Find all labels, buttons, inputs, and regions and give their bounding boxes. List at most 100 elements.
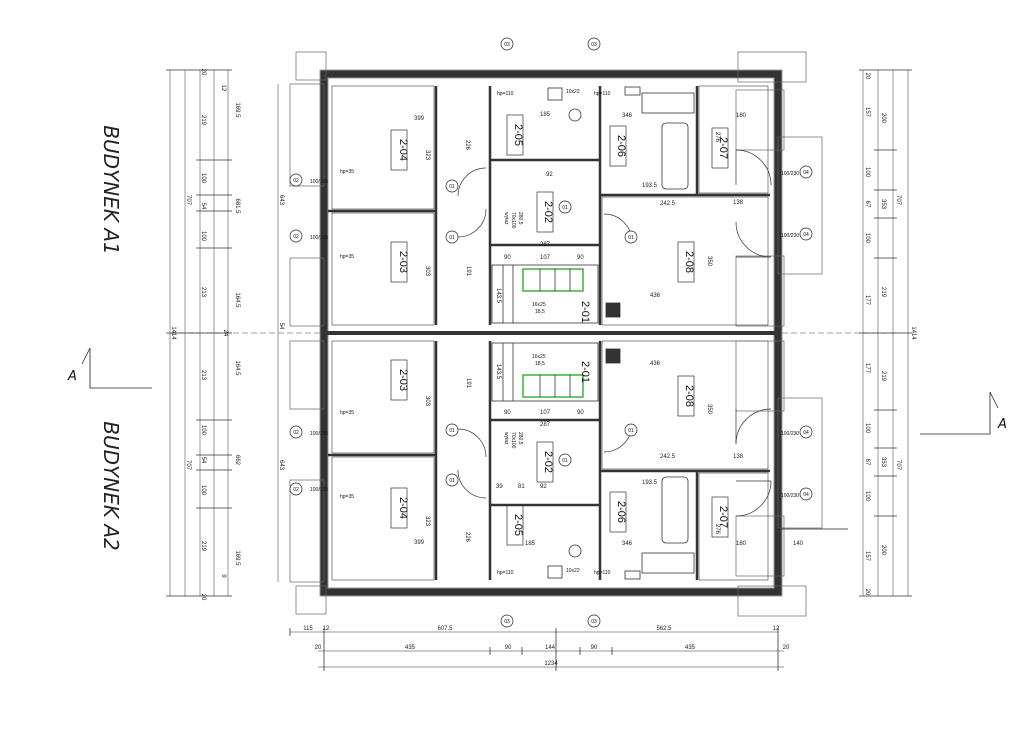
hp35-a: hp=35 bbox=[340, 169, 354, 175]
dim-bottom-12b: 12 bbox=[773, 626, 780, 632]
dim-right-157b: 157 bbox=[864, 551, 870, 562]
dim-right-177a: 177 bbox=[864, 295, 870, 306]
symbol-01-g: 01 bbox=[562, 205, 568, 211]
room-a1-205: 2-05 bbox=[512, 124, 524, 146]
symbol-03-a: 03 bbox=[504, 42, 510, 48]
dim-left-707a: 707 bbox=[185, 195, 191, 206]
room-labels: 2-04 2-03 2-05 2-02 2-01 2-06 2-07 2-08 … bbox=[397, 124, 729, 536]
dim-right-353a: 353 bbox=[880, 199, 886, 210]
room-a1-203: 2-03 bbox=[397, 251, 409, 273]
room-a1-202: 2-02 bbox=[542, 201, 554, 223]
dim-bottom2-90b: 90 bbox=[591, 645, 598, 651]
symbol-circles bbox=[289, 37, 813, 628]
symbol-01-h: 01 bbox=[562, 458, 568, 464]
win-100-195-c: 100/195 bbox=[310, 431, 328, 437]
dim-bottom2-435b: 435 bbox=[685, 645, 696, 651]
dim-303-a2: 303 bbox=[424, 396, 430, 407]
dim-2425-a1: 242.5 bbox=[660, 201, 676, 207]
dim-left-219b: 219 bbox=[200, 541, 206, 552]
room-a2-208: 2-08 bbox=[683, 385, 695, 407]
dim-90-a2l: 90 bbox=[504, 410, 511, 416]
dim-left-100b: 100 bbox=[200, 231, 206, 242]
dim-350-a1: 350 bbox=[706, 256, 712, 267]
hatch2-label-a1: 280,5 bbox=[517, 212, 523, 225]
symbol-03-c: 03 bbox=[504, 619, 510, 625]
exit-label-a1: wyłaz bbox=[503, 212, 509, 225]
hp110-a2-left: hp=110 bbox=[497, 570, 514, 576]
dim-left-1695b: 169.5 bbox=[234, 550, 240, 566]
dim-bottom-12a: 12 bbox=[323, 626, 330, 632]
dimension-ticks bbox=[166, 69, 912, 671]
room-a2-207: 2-07 bbox=[717, 506, 729, 528]
symbol-01-f: 01 bbox=[628, 428, 634, 434]
room-a2-204: 2-04 bbox=[397, 497, 409, 519]
hp110-a2-right: hp=110 bbox=[594, 570, 611, 576]
symbol-04-a: 04 bbox=[803, 170, 809, 176]
dim-bottom2-20a: 20 bbox=[315, 645, 322, 651]
room-a1-204: 2-04 bbox=[397, 139, 409, 161]
dim-346-a2: 346 bbox=[622, 541, 633, 547]
symbol-01-d: 01 bbox=[449, 478, 455, 484]
dim-right-177b: 177 bbox=[864, 363, 870, 374]
dim-right-200a: 200 bbox=[880, 113, 886, 124]
dim-left-1414: 1414 bbox=[170, 326, 176, 340]
win-100-230-d: 100/230 bbox=[781, 493, 799, 499]
dim-bottom-6075: 607.5 bbox=[437, 626, 453, 632]
door-swings bbox=[457, 149, 772, 517]
dim-1935-a1: 193.5 bbox=[642, 183, 658, 189]
room-a1-208: 2-08 bbox=[683, 251, 695, 273]
dim-left-54b: 54 bbox=[200, 457, 206, 464]
dim-left-100d: 100 bbox=[200, 485, 206, 496]
symbol-01-c: 01 bbox=[449, 428, 455, 434]
room-a2-201: 2-01 bbox=[579, 361, 591, 383]
dim-185-a2: 185 bbox=[525, 541, 536, 547]
symbol-01-e: 01 bbox=[628, 235, 634, 241]
dim-left-20a: 20 bbox=[200, 69, 206, 76]
section-mark-left bbox=[81, 347, 152, 389]
hp35-d: hp=35 bbox=[340, 494, 354, 500]
dim-right-100d: 100 bbox=[864, 491, 870, 502]
hatch-label-a1: 70x100 bbox=[510, 212, 516, 229]
dim-346-a1: 346 bbox=[622, 113, 633, 119]
dim-left-20b: 20 bbox=[200, 594, 206, 601]
dim-107-a2: 107 bbox=[540, 410, 551, 416]
interior-dims: 399 399 226 226 323 323 303 303 191 191 … bbox=[414, 112, 804, 547]
dim-bottom2-90a: 90 bbox=[505, 645, 512, 651]
dim-right-157a: 157 bbox=[864, 107, 870, 118]
dim-right-100c: 100 bbox=[864, 423, 870, 434]
symbol-04-c: 04 bbox=[803, 430, 809, 436]
dim-left-12: 12 bbox=[220, 85, 226, 92]
interior-walls-a1 bbox=[328, 86, 770, 325]
symbol-03-b: 03 bbox=[591, 42, 597, 48]
overhangs-right bbox=[735, 51, 823, 617]
dim-right-20a: 20 bbox=[864, 73, 870, 80]
dim-399-a2: 399 bbox=[414, 540, 425, 546]
room-a2-202: 2-02 bbox=[542, 451, 554, 473]
stairs-rise-a1: 18,5 bbox=[535, 309, 545, 315]
dim-bottom-115: 115 bbox=[303, 626, 313, 632]
section-label-left: A bbox=[67, 369, 77, 384]
dim-138-a1: 138 bbox=[733, 200, 744, 206]
dim-left-707b: 707 bbox=[185, 460, 191, 471]
dim-226-a2: 226 bbox=[464, 532, 470, 543]
symbol-01-a: 01 bbox=[449, 184, 455, 190]
dim-left-643a: 643 bbox=[278, 195, 284, 206]
stairs-a2 bbox=[491, 342, 599, 402]
dim-right-67a: 67 bbox=[864, 201, 870, 208]
dim-323-a1: 323 bbox=[424, 150, 430, 161]
dim-left-9: 9 bbox=[220, 574, 226, 578]
dim-right-219a: 219 bbox=[880, 287, 886, 298]
hp35-c: hp=35 bbox=[340, 410, 354, 416]
dim-323-a2: 323 bbox=[424, 516, 430, 527]
dim-350-a2: 350 bbox=[706, 404, 712, 415]
room-label-boxes bbox=[390, 114, 729, 546]
hp110-a1-right: hp=110 bbox=[594, 91, 611, 97]
symbol-02-c: 02 bbox=[293, 430, 299, 436]
interior-walls-a2 bbox=[328, 341, 770, 580]
dim-left-213a: 213 bbox=[200, 287, 206, 298]
dim-right-353b: 353 bbox=[880, 457, 886, 468]
dim-left-6815: 681.5 bbox=[234, 198, 240, 214]
room-a1-206: 2-06 bbox=[615, 135, 627, 157]
left-dims: 1414 707 707 20 219 100 54 100 213 213 1… bbox=[170, 69, 284, 601]
dim-92-a1: 92 bbox=[546, 172, 553, 178]
